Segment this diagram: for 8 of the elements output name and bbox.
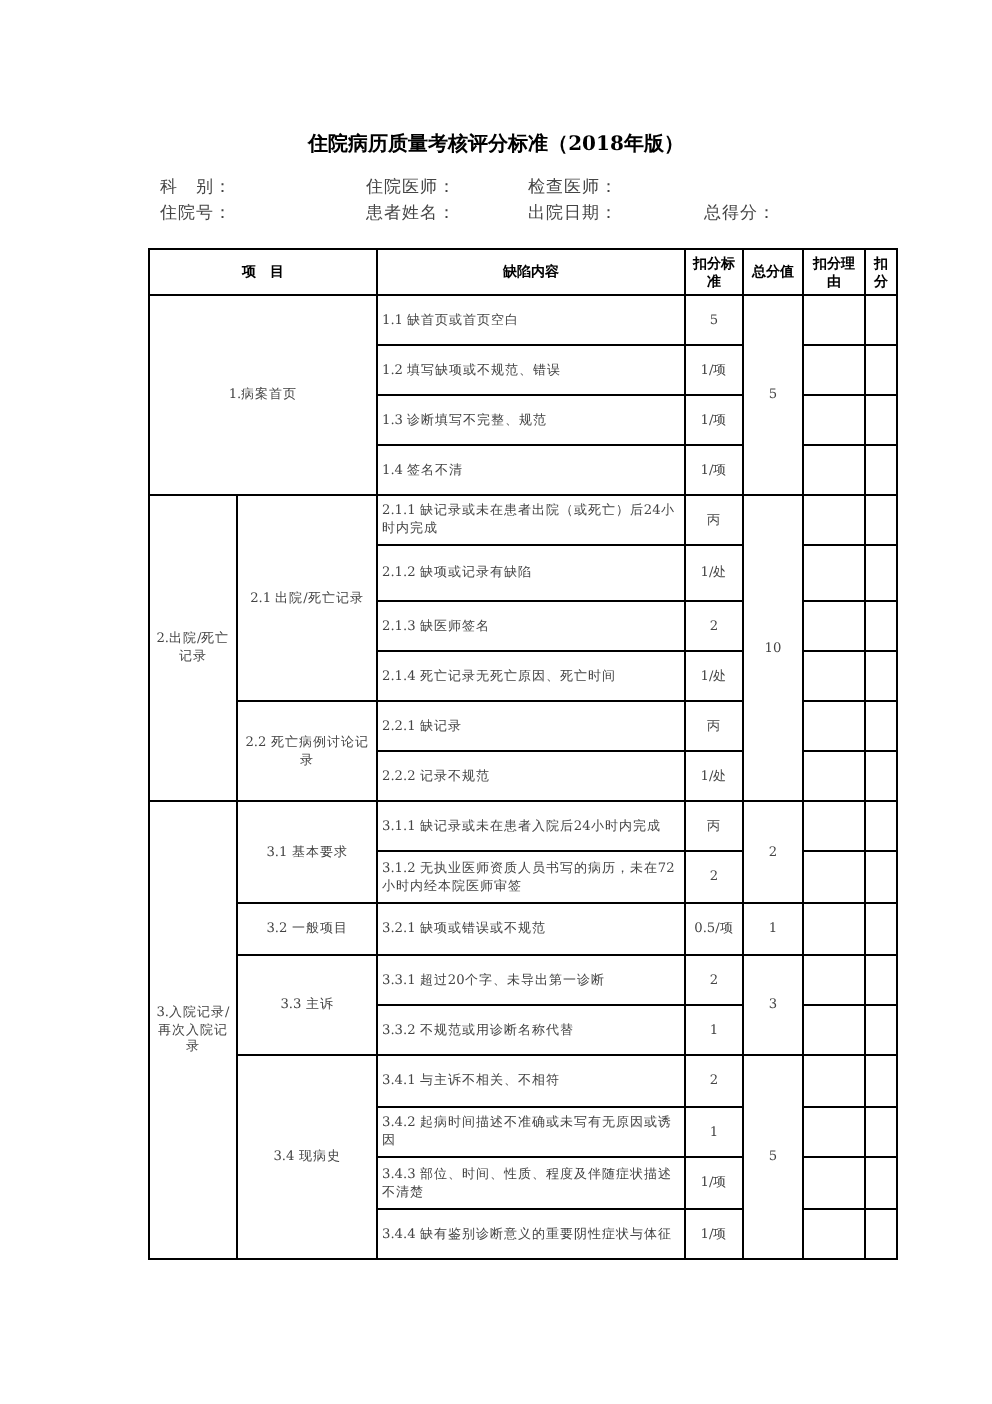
form-field-label: 住院医师： (366, 176, 456, 200)
page-title: 住院病历质量考核评分标准（2018年版） (308, 134, 684, 156)
form-field-label: 出院日期： (528, 202, 618, 226)
form-field-label: 总得分： (704, 202, 776, 226)
form-field-label: 住院号： (160, 202, 232, 226)
form-field-label: 检查医师： (528, 176, 618, 200)
form-field-label: 科 别： (160, 176, 232, 200)
form-field-label: 患者姓名： (366, 202, 456, 226)
